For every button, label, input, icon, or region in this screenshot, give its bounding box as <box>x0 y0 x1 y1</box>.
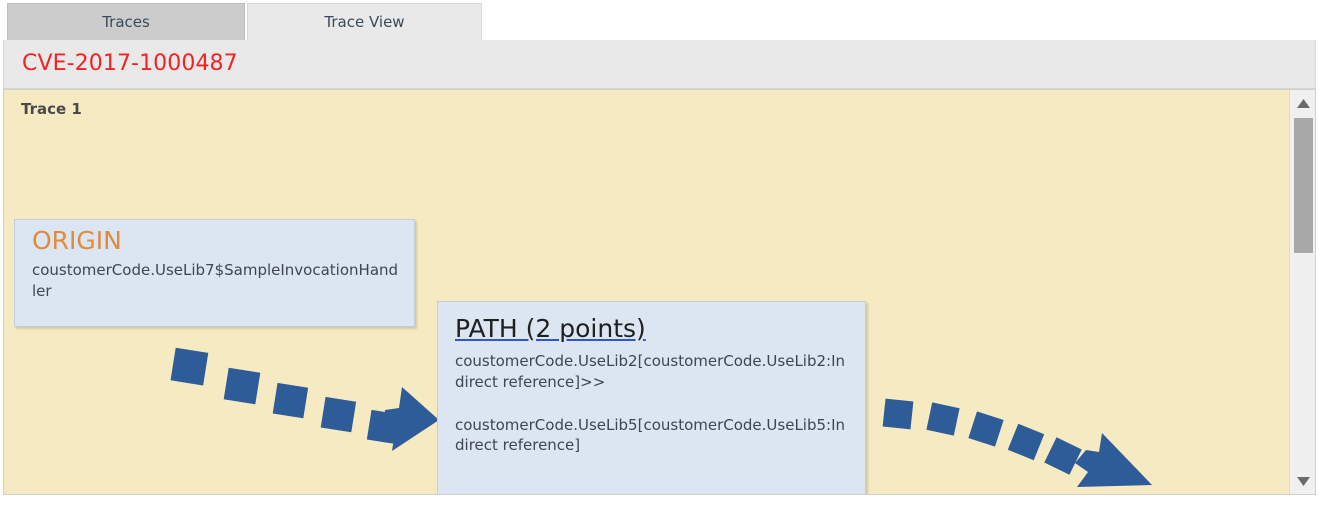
path-node[interactable]: PATH (2 points) coustomerCode.UseLib2[co… <box>437 301 866 494</box>
scroll-up-button[interactable] <box>1290 90 1315 116</box>
trace-canvas-panel: Trace 1 ORIGIN coustomerCode.UseLib7$Sam… <box>3 89 1316 495</box>
path-node-title[interactable]: PATH (2 points) <box>455 314 646 343</box>
vertical-scrollbar[interactable] <box>1289 90 1315 494</box>
tab-trace-view[interactable]: Trace View <box>247 3 482 40</box>
path-entry-2: coustomerCode.UseLib5[coustomerCode.UseL… <box>455 415 846 455</box>
tab-traces-label: Traces <box>102 13 150 31</box>
triangle-down-icon <box>1296 476 1310 486</box>
trace-canvas: Trace 1 ORIGIN coustomerCode.UseLib7$Sam… <box>4 90 1289 494</box>
arrow-origin-to-path-icon <box>170 347 439 451</box>
origin-node-title: ORIGIN <box>32 226 122 255</box>
origin-node-body: coustomerCode.UseLib7$SampleInvocationHa… <box>32 261 399 300</box>
arrow-path-to-target-icon <box>882 398 1152 487</box>
cve-id-title: CVE-2017-1000487 <box>22 51 238 76</box>
scrollbar-thumb[interactable] <box>1294 118 1313 253</box>
origin-node[interactable]: ORIGIN coustomerCode.UseLib7$SampleInvoc… <box>14 219 415 327</box>
scroll-down-button[interactable] <box>1290 468 1315 494</box>
tab-trace-view-label: Trace View <box>324 13 405 31</box>
tab-traces[interactable]: Traces <box>7 3 245 40</box>
triangle-up-icon <box>1296 98 1310 108</box>
path-entry-1: coustomerCode.UseLib2[coustomerCode.UseL… <box>455 352 846 391</box>
trace-number-label: Trace 1 <box>21 100 82 118</box>
cve-header-bar: CVE-2017-1000487 <box>3 40 1316 89</box>
tab-strip: Traces Trace View <box>0 0 1319 40</box>
